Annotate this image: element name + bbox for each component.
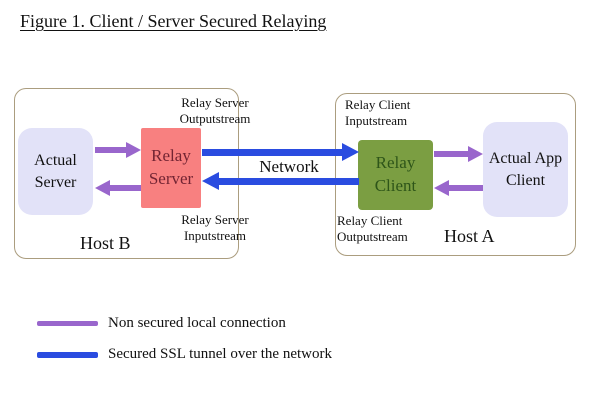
arrow-shaft	[434, 151, 468, 157]
arrow-head-right-icon	[468, 146, 483, 162]
arrow-head-right-icon	[342, 143, 359, 161]
arrow-relay-client-to-relay-server	[202, 172, 359, 190]
host-b-container	[14, 88, 239, 259]
legend-secured-line	[37, 352, 98, 358]
network-label: Network	[259, 157, 319, 176]
arrow-shaft	[202, 148, 342, 156]
arrow-app-client-to-relay-client	[434, 180, 483, 196]
arrow-relay-server-to-actual-server	[95, 180, 141, 196]
actual-server-label: Actual Server	[34, 151, 77, 191]
arrow-shaft	[449, 185, 483, 191]
arrow-head-left-icon	[95, 180, 110, 196]
actual-app-client-box: Actual App Client	[483, 122, 568, 217]
legend-secured-label: Secured SSL tunnel over the network	[108, 346, 332, 362]
arrow-shaft	[219, 177, 359, 185]
relay-client-box: Relay Client	[358, 140, 433, 210]
arrow-head-right-icon	[126, 142, 141, 158]
relay-client-outputstream-label: Relay Client Outputstream	[337, 213, 408, 245]
relay-client-inputstream-label: Relay Client Inputstream	[345, 97, 411, 129]
host-a-label: Host A	[444, 226, 495, 246]
relay-server-label: Relay Server	[148, 146, 194, 188]
arrow-relay-server-to-relay-client	[202, 143, 359, 161]
relay-server-inputstream-label: Relay Server Inputstream	[181, 212, 249, 244]
relay-server-outputstream-label: Relay Server Outputstream	[179, 95, 251, 127]
arrow-head-left-icon	[202, 172, 219, 190]
arrow-shaft	[95, 147, 126, 153]
figure-title: Figure 1. Client / Server Secured Relayi…	[20, 11, 327, 31]
legend-non-secured-line	[37, 321, 98, 326]
actual-server-box: Actual Server	[18, 128, 93, 215]
arrow-shaft	[110, 185, 141, 191]
legend-non-secured-label: Non secured local connection	[108, 315, 286, 331]
host-b-label: Host B	[80, 233, 131, 253]
arrow-head-left-icon	[434, 180, 449, 196]
relay-client-label: Relay Client	[374, 153, 417, 195]
actual-app-client-label: Actual App Client	[488, 149, 563, 189]
relay-server-box: Relay Server	[141, 128, 201, 208]
host-a-container	[335, 93, 576, 256]
arrow-relay-client-to-app-client	[434, 146, 483, 162]
arrow-actual-server-to-relay-server	[95, 142, 141, 158]
